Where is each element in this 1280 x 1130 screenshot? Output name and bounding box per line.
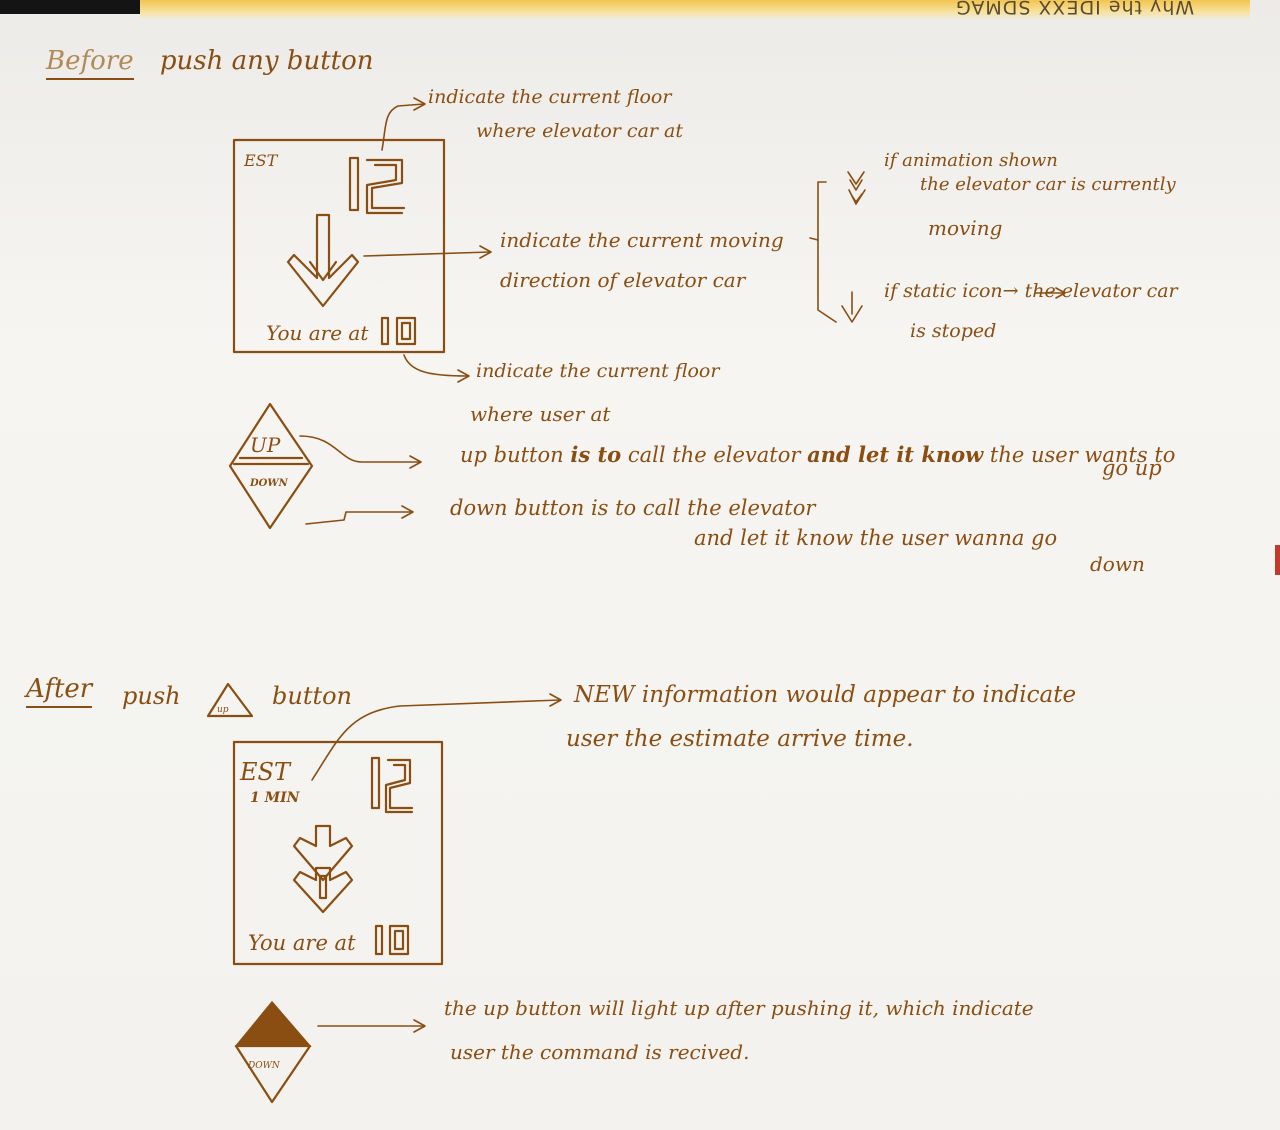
panel-after-est-time: 1 MIN xyxy=(250,790,301,806)
arrow-to-up-note xyxy=(299,435,421,463)
arrow-to-moving-direction-note xyxy=(363,251,491,257)
note-static-2: is stoped xyxy=(910,320,997,342)
note-new-info-2: user the estimate arrive time. xyxy=(566,726,914,752)
photo-corner-shadow xyxy=(0,0,140,14)
down-button-after xyxy=(234,1044,312,1104)
panel-after-floor-digits xyxy=(370,756,414,814)
call-buttons-before xyxy=(228,402,314,530)
up-button-small-icon xyxy=(206,682,254,718)
panel-before-floor-digits xyxy=(348,156,406,215)
note-animation-3: moving xyxy=(928,216,1003,240)
arrow-to-new-info-note xyxy=(311,699,561,781)
after-button-word: button xyxy=(272,682,353,710)
up-button-lit xyxy=(234,1000,312,1047)
note-lit-1: the up button will light up after pushin… xyxy=(444,996,1034,1020)
red-page-mark xyxy=(1275,545,1280,575)
panel-before-est-label: EST xyxy=(243,151,279,170)
note-moving-direction-2: direction of elevator car xyxy=(500,268,746,292)
arrow-to-user-floor-note xyxy=(403,354,469,377)
animated-arrow-icon xyxy=(847,171,866,205)
after-push-word: push xyxy=(122,682,181,710)
note-user-floor-1: indicate the current floor xyxy=(476,360,720,382)
note-up-button-1: up button is to call the elevator and le… xyxy=(460,442,1176,467)
up-button-label: UP xyxy=(250,433,281,457)
before-title-struck: Before xyxy=(46,46,134,80)
note-new-info-1: NEW information would appear to indicate xyxy=(574,682,1077,708)
note-lit-2: user the command is recived. xyxy=(450,1040,750,1064)
down-button-label: DOWN xyxy=(249,478,289,489)
note-current-floor-2: where elevator car at xyxy=(476,120,683,142)
call-buttons-after xyxy=(234,1000,312,1104)
panel-before-frame xyxy=(232,138,446,354)
panel-before-user-floor-digits xyxy=(380,316,417,346)
note-down-button-1: down button is to call the elevator xyxy=(450,496,816,520)
note-animation-1: if animation shown xyxy=(884,150,1058,171)
previous-page-edge xyxy=(140,0,1250,20)
note-moving-direction-1: indicate the current moving xyxy=(500,228,784,252)
panel-after-est-label: EST xyxy=(239,758,292,786)
note-down-button-2: and let it know the user wanna go xyxy=(694,526,1058,550)
before-title-rest: push any button xyxy=(159,46,374,76)
note-user-floor-2: where user at xyxy=(470,402,611,426)
up-button-small-icon-label: up xyxy=(217,705,229,715)
panel-after-animated-down-arrow xyxy=(292,824,354,914)
note-static-1: if static icon→ the elevator car xyxy=(884,280,1178,302)
after-title: After xyxy=(26,674,93,708)
panel-after-user-floor-digits xyxy=(374,924,410,956)
arrow-to-current-floor-note xyxy=(381,103,425,151)
note-down-button-3: down xyxy=(1090,552,1145,576)
down-button-after-label: DOWN xyxy=(247,1061,281,1071)
panel-before-you-are-at: You are at xyxy=(266,321,369,345)
panel-before-down-arrow xyxy=(286,213,360,308)
note-up-button-2: go up xyxy=(1102,456,1162,480)
bracket-animation-static xyxy=(817,181,837,323)
arrow-to-down-note xyxy=(305,511,413,525)
panel-after-frame xyxy=(232,740,444,966)
static-arrow-icon xyxy=(841,291,863,323)
note-animation-2: the elevator car is currently xyxy=(920,174,1176,195)
panel-after-you-are-at: You are at xyxy=(248,931,356,955)
note-current-floor-1: indicate the current floor xyxy=(428,86,672,108)
